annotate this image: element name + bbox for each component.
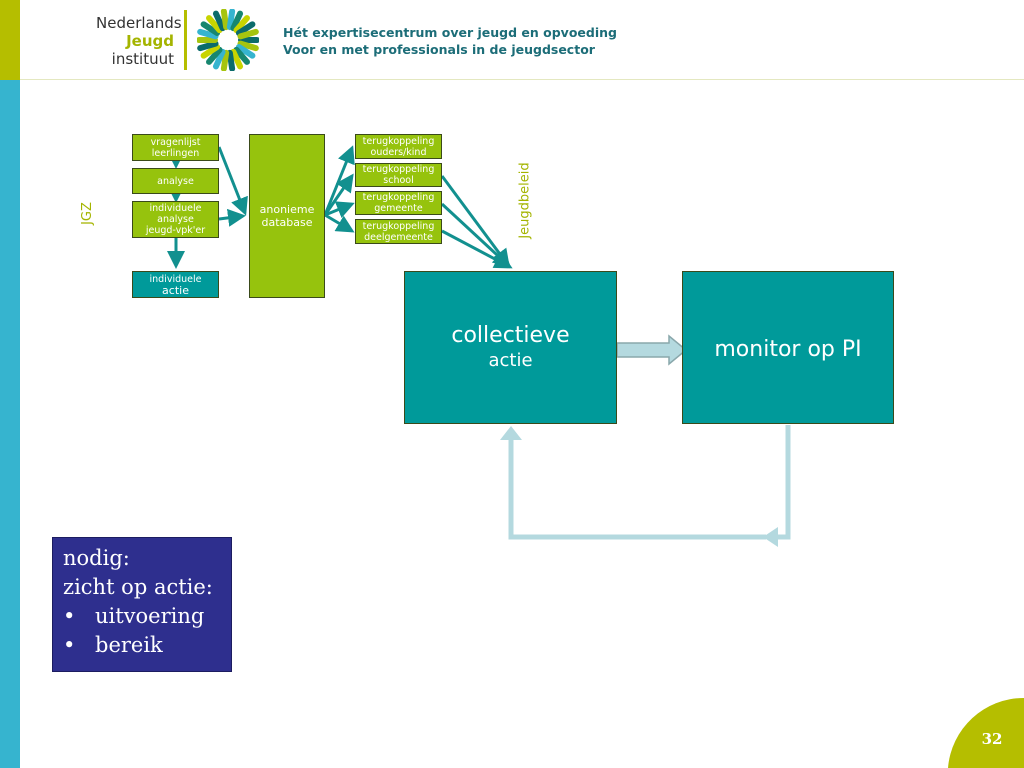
feedback-loop-line-return bbox=[508, 438, 766, 540]
node-anonieme-database: anonieme database bbox=[249, 134, 325, 298]
node-terugkoppeling-ouders: terugkoppeling ouders/kind bbox=[355, 134, 442, 159]
logo-wordmark: Nederlands Jeugd instituut bbox=[96, 14, 182, 68]
note-box: nodig: zicht op actie: • uitvoering • bere… bbox=[52, 537, 232, 672]
node-text: collectieve bbox=[451, 323, 570, 348]
arrow-vragenlijst-to-database bbox=[217, 146, 248, 216]
logo-line-1: Nederlands bbox=[96, 14, 182, 32]
arrow-individuele-analyse-to-database bbox=[218, 208, 246, 227]
arrow-deelgemeente-to-collectieve bbox=[441, 229, 513, 269]
node-collectieve-actie: collectieve actie bbox=[404, 271, 617, 424]
node-individuele-analyse: individuele analyse jeugd-vpk'er bbox=[132, 201, 219, 238]
feedback-loop-line bbox=[775, 425, 791, 540]
node-terugkoppeling-school: terugkoppeling school bbox=[355, 163, 442, 187]
left-accent-bar-bottom bbox=[0, 80, 20, 768]
tagline-line-2: Voor en met professionals in de jeugdsec… bbox=[283, 42, 595, 57]
node-text: ouders/kind bbox=[370, 146, 427, 158]
note-line-1: nodig: bbox=[63, 546, 130, 570]
jgz-label: JGZ bbox=[79, 202, 95, 225]
feedback-arrowhead-left bbox=[763, 527, 778, 547]
node-text: terugkoppeling bbox=[362, 220, 435, 232]
node-text: terugkoppeling bbox=[362, 135, 435, 147]
arrow-database-to-deelgemeente bbox=[324, 213, 355, 233]
bullet-icon: • bbox=[63, 604, 76, 628]
node-text: leerlingen bbox=[151, 147, 200, 159]
page-number-badge: 32 bbox=[948, 698, 1024, 768]
node-terugkoppeling-deelgemeente: terugkoppeling deelgemeente bbox=[355, 219, 442, 244]
node-text: gemeente bbox=[374, 203, 423, 214]
node-text: vragenlijst bbox=[150, 136, 201, 148]
node-text: deelgemeente bbox=[364, 231, 433, 243]
node-text: school bbox=[383, 175, 414, 186]
block-arrow-collectieve-to-monitor bbox=[616, 334, 688, 366]
node-text: monitor op PI bbox=[714, 337, 862, 362]
node-text: terugkoppeling bbox=[362, 164, 435, 175]
node-monitor-op-pi: monitor op PI bbox=[682, 271, 894, 424]
node-text: terugkoppeling bbox=[362, 192, 435, 203]
bullet-text: bereik bbox=[95, 633, 163, 657]
note-bullet: • uitvoering bbox=[63, 602, 221, 631]
bullet-icon: • bbox=[63, 633, 76, 657]
logo-line-2: Jeugd bbox=[126, 32, 174, 50]
node-individuele-actie: individuele actie bbox=[132, 271, 219, 298]
node-text: actie bbox=[162, 283, 189, 297]
node-text: individuele bbox=[149, 273, 202, 285]
left-accent-bar-top bbox=[0, 0, 20, 80]
jeugdbeleid-label: Jeugdbeleid bbox=[517, 162, 533, 239]
node-terugkoppeling-gemeente: terugkoppeling gemeente bbox=[355, 191, 442, 215]
node-vragenlijst-leerlingen: vragenlijst leerlingen bbox=[132, 134, 219, 161]
node-text: actie bbox=[488, 350, 533, 371]
node-text: analyse bbox=[157, 175, 194, 187]
arrow-database-to-school bbox=[323, 173, 354, 216]
arrow-database-to-gemeente bbox=[324, 201, 355, 218]
note-bullet: • bereik bbox=[63, 631, 221, 660]
node-text: anonieme bbox=[259, 203, 315, 216]
node-text: database bbox=[261, 216, 313, 229]
node-text: individuele bbox=[149, 203, 202, 214]
node-text: analyse bbox=[157, 214, 194, 225]
header-tagline: Hét expertisecentrum over jeugd en opvoe… bbox=[283, 24, 617, 58]
feedback-arrowhead-up bbox=[500, 426, 522, 440]
header-divider bbox=[20, 79, 1024, 80]
logo-line-3: instituut bbox=[111, 50, 174, 68]
circle-of-people-logo-icon bbox=[197, 9, 259, 71]
note-line-2: zicht op actie: bbox=[63, 575, 213, 599]
tagline-line-1: Hét expertisecentrum over jeugd en opvoe… bbox=[283, 25, 617, 40]
logo-divider bbox=[184, 10, 187, 70]
node-text: jeugd-vpk'er bbox=[145, 225, 206, 236]
node-analyse: analyse bbox=[132, 168, 219, 194]
bullet-text: uitvoering bbox=[95, 604, 205, 628]
arrow-school-to-collectieve bbox=[440, 175, 510, 268]
page-number: 32 bbox=[982, 730, 1003, 748]
